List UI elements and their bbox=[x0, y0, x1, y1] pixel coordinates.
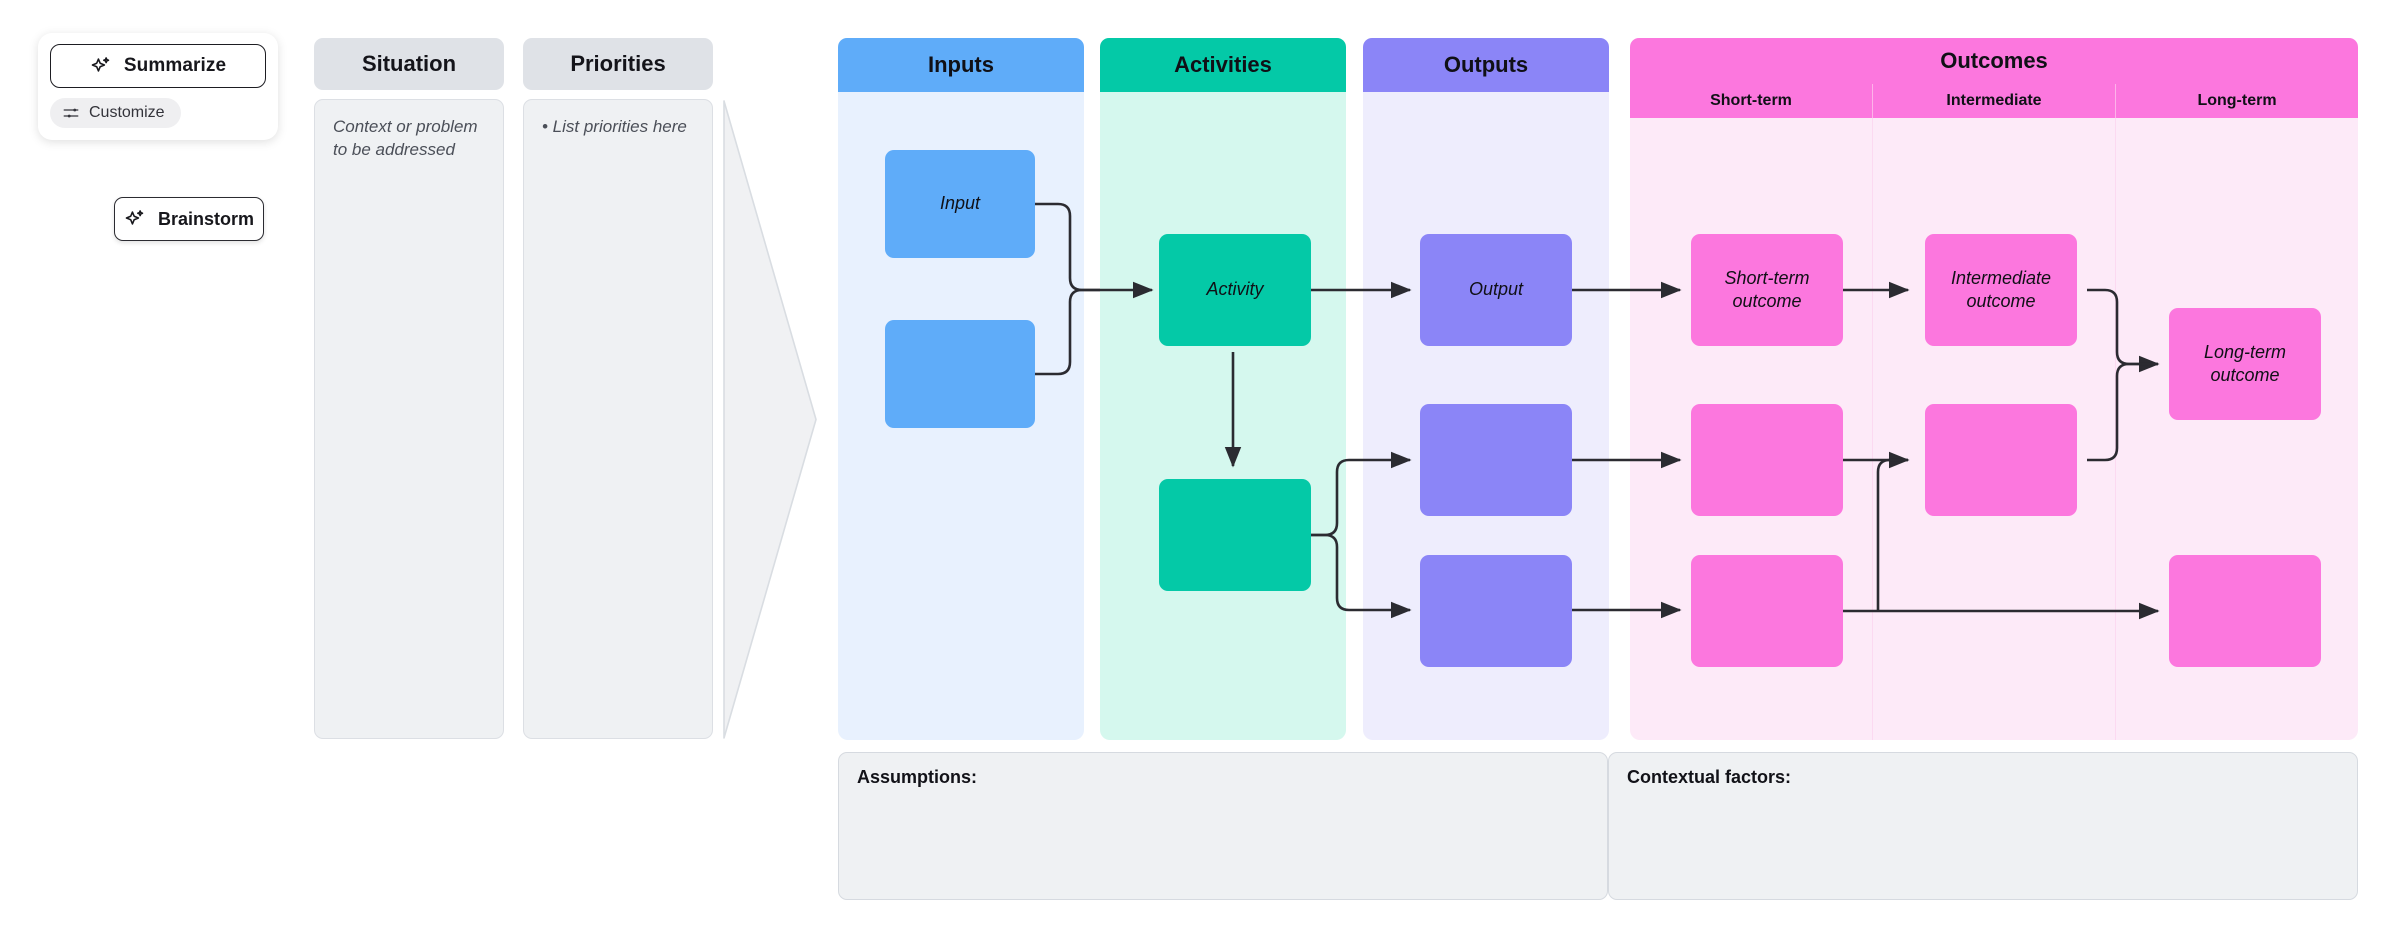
node-output-1-label: Output bbox=[1468, 279, 1524, 300]
customize-label: Customize bbox=[89, 104, 165, 121]
column-priorities-body[interactable]: • List priorities here bbox=[523, 99, 713, 739]
node-output-3[interactable] bbox=[1420, 555, 1572, 667]
note-contextual-factors-title: Contextual factors: bbox=[1627, 767, 1792, 787]
node-short-term-1-label: Short-term outcome bbox=[1724, 267, 1810, 311]
column-outcomes-title: Outcomes bbox=[1940, 48, 2048, 73]
node-activity-1[interactable]: Activity bbox=[1159, 234, 1311, 346]
brainstorm-button[interactable]: Brainstorm bbox=[114, 197, 264, 241]
node-output-1[interactable]: Output bbox=[1420, 234, 1572, 346]
summarize-button[interactable]: Summarize bbox=[50, 44, 266, 88]
column-outputs-title: Outputs bbox=[1443, 52, 1529, 77]
outcomes-subheader-row: Short-term Intermediate Long-term bbox=[1630, 84, 2358, 118]
brainstorm-label: Brainstorm bbox=[157, 208, 255, 229]
node-intermediate-2[interactable] bbox=[1925, 404, 2077, 516]
flow-chevron-icon bbox=[723, 100, 817, 739]
subcolumn-intermediate-title: Intermediate bbox=[1946, 92, 2042, 109]
column-situation-title: Situation bbox=[361, 51, 457, 76]
node-input-1[interactable]: Input bbox=[885, 150, 1035, 258]
node-input-2[interactable] bbox=[885, 320, 1035, 428]
column-inputs-title: Inputs bbox=[928, 52, 994, 77]
node-long-term-2[interactable] bbox=[2169, 555, 2321, 667]
column-activities-header: Activities bbox=[1100, 38, 1346, 92]
lane-intermediate bbox=[1872, 118, 2115, 740]
node-short-term-2[interactable] bbox=[1691, 404, 1843, 516]
node-activity-1-label: Activity bbox=[1206, 279, 1264, 300]
column-priorities: Priorities • List priorities here bbox=[523, 38, 713, 739]
node-activity-2[interactable] bbox=[1159, 479, 1311, 591]
column-situation: Situation Context or problem to be addre… bbox=[314, 38, 504, 739]
sparkle-icon bbox=[90, 55, 112, 77]
summarize-label: Summarize bbox=[123, 55, 227, 76]
sliders-icon bbox=[62, 104, 80, 122]
customize-button[interactable]: Customize bbox=[50, 98, 181, 128]
note-assumptions[interactable]: Assumptions: bbox=[838, 752, 1608, 900]
column-activities-body bbox=[1100, 92, 1346, 740]
node-short-term-3[interactable] bbox=[1691, 555, 1843, 667]
node-intermediate-1[interactable]: Intermediate outcome bbox=[1925, 234, 2077, 346]
subcolumn-long-term-header: Long-term bbox=[2115, 84, 2358, 118]
priorities-placeholder: • List priorities here bbox=[542, 117, 687, 136]
column-outputs-header: Outputs bbox=[1363, 38, 1609, 92]
column-activities-title: Activities bbox=[1174, 52, 1272, 77]
node-long-term-1[interactable]: Long-term outcome bbox=[2169, 308, 2321, 420]
node-long-term-1-label: Long-term outcome bbox=[2203, 341, 2287, 385]
subcolumn-short-term-header: Short-term bbox=[1630, 84, 1872, 118]
node-output-2[interactable] bbox=[1420, 404, 1572, 516]
node-intermediate-1-label: Intermediate outcome bbox=[1950, 267, 2052, 311]
column-situation-header: Situation bbox=[314, 38, 504, 90]
column-inputs-header: Inputs bbox=[838, 38, 1084, 92]
subcolumn-short-term-title: Short-term bbox=[1710, 92, 1792, 109]
column-priorities-header: Priorities bbox=[523, 38, 713, 90]
column-outcomes-header: Outcomes bbox=[1630, 38, 2358, 84]
column-activities: Activities bbox=[1100, 38, 1346, 740]
column-situation-body[interactable]: Context or problem to be addressed bbox=[314, 99, 504, 739]
note-assumptions-title: Assumptions: bbox=[857, 767, 978, 787]
note-contextual-factors[interactable]: Contextual factors: bbox=[1608, 752, 2358, 900]
situation-placeholder: Context or problem to be addressed bbox=[333, 117, 478, 159]
column-priorities-title: Priorities bbox=[570, 51, 666, 76]
sparkle-icon bbox=[124, 208, 146, 230]
subcolumn-intermediate-header: Intermediate bbox=[1872, 84, 2115, 118]
node-input-1-label: Input bbox=[939, 193, 981, 214]
ai-toolbar-panel: Summarize Customize bbox=[38, 33, 278, 140]
subcolumn-long-term-title: Long-term bbox=[2197, 92, 2277, 109]
node-short-term-1[interactable]: Short-term outcome bbox=[1691, 234, 1843, 346]
